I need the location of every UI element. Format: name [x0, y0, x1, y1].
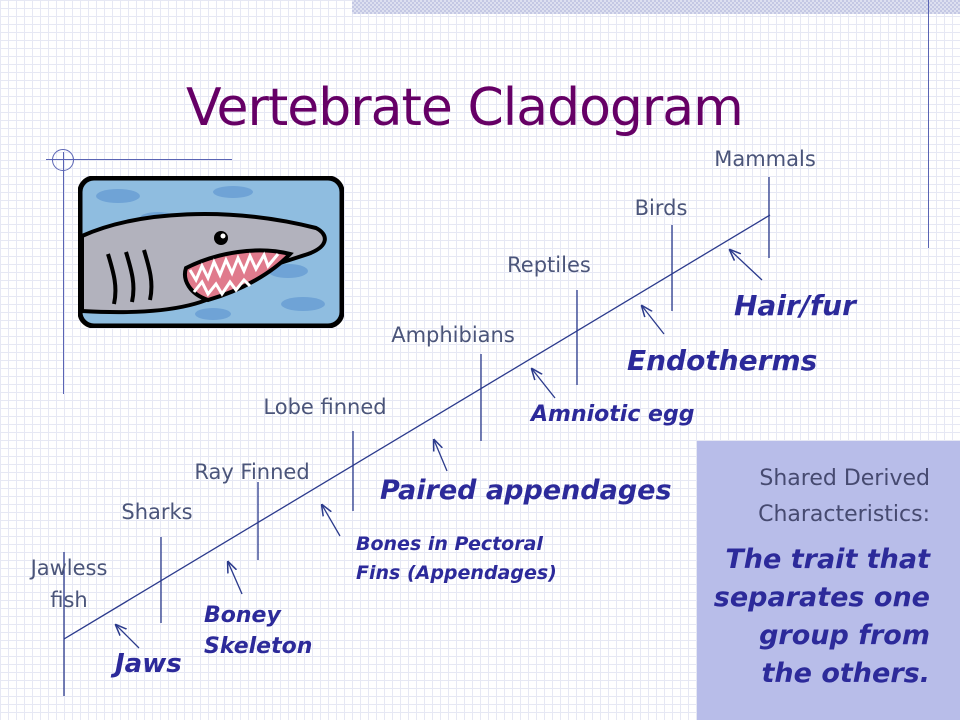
trait-arrow — [642, 306, 665, 335]
group-label: Ray Finned — [194, 457, 309, 487]
trait-label: Amniotic egg — [531, 400, 694, 430]
trait-label: Hair/fur — [734, 289, 856, 323]
trait-label-line: Amniotic egg — [531, 402, 695, 427]
group-label-line: Ray Finned — [194, 460, 310, 484]
trait-label-line: Fins (Appendages) — [356, 562, 557, 584]
group-label: Birds — [635, 193, 688, 223]
decor-circle — [52, 149, 74, 171]
group-label-line: Mammals — [714, 147, 816, 171]
group-label: Lobe finned — [263, 392, 386, 422]
trait-label: Jaws — [115, 648, 182, 680]
trait-arrow — [730, 250, 763, 281]
group-label-line: Birds — [634, 196, 688, 220]
definition-text-line-1: The trait that — [725, 544, 930, 575]
group-label-line: Jawless — [30, 556, 108, 580]
cladogram-main-line — [63, 214, 771, 640]
trait-label-line: Paired appendages — [380, 475, 672, 506]
trait-label: Endotherms — [627, 344, 817, 378]
definition-text-line-4: the others. — [761, 658, 930, 689]
group-label: Sharks — [121, 497, 192, 527]
group-label-line: Amphibians — [391, 323, 515, 347]
definition-text: The trait that separates one group from … — [697, 541, 930, 693]
decor-line-right — [928, 0, 929, 248]
top-decor-band — [352, 0, 960, 14]
trait-arrow — [116, 625, 140, 649]
group-label: Amphibians — [391, 320, 515, 350]
definition-heading: Shared Derived Characteristics: — [697, 461, 930, 533]
decor-line-horizontal — [46, 159, 232, 160]
decor-line-vertical — [63, 152, 64, 394]
definition-heading-line-1: Shared Derived — [759, 466, 930, 491]
definition-text-line-2: separates one — [713, 582, 930, 613]
trait-label-line: Endotherms — [627, 344, 818, 377]
trait-arrow — [532, 369, 556, 399]
shark-icon — [78, 176, 344, 328]
group-label: Jawless fish — [31, 552, 108, 616]
definition-heading-line-2: Characteristics: — [758, 502, 930, 527]
group-label: Mammals — [714, 144, 816, 174]
trait-label: Paired appendages — [380, 474, 672, 508]
definition-text-line-3: group from — [759, 620, 930, 651]
group-label-line: fish — [50, 588, 88, 612]
group-label-line: Reptiles — [507, 253, 591, 277]
trait-label-line: Bones in Pectoral — [356, 533, 543, 555]
group-label-line: Sharks — [121, 500, 193, 524]
trait-arrow — [228, 562, 243, 595]
trait-arrow — [434, 440, 448, 472]
page-title: Vertebrate Cladogram — [186, 78, 744, 138]
group-label-line: Lobe finned — [263, 395, 387, 419]
group-label: Reptiles — [507, 250, 591, 280]
trait-label-line: Hair/fur — [734, 289, 856, 322]
trait-label-line: Skeleton — [204, 634, 313, 659]
trait-label-line: Jaws — [115, 649, 182, 679]
trait-label-line: Boney — [204, 603, 281, 628]
definition-box: Shared Derived Characteristics: The trai… — [697, 441, 960, 720]
trait-arrow — [322, 505, 341, 537]
